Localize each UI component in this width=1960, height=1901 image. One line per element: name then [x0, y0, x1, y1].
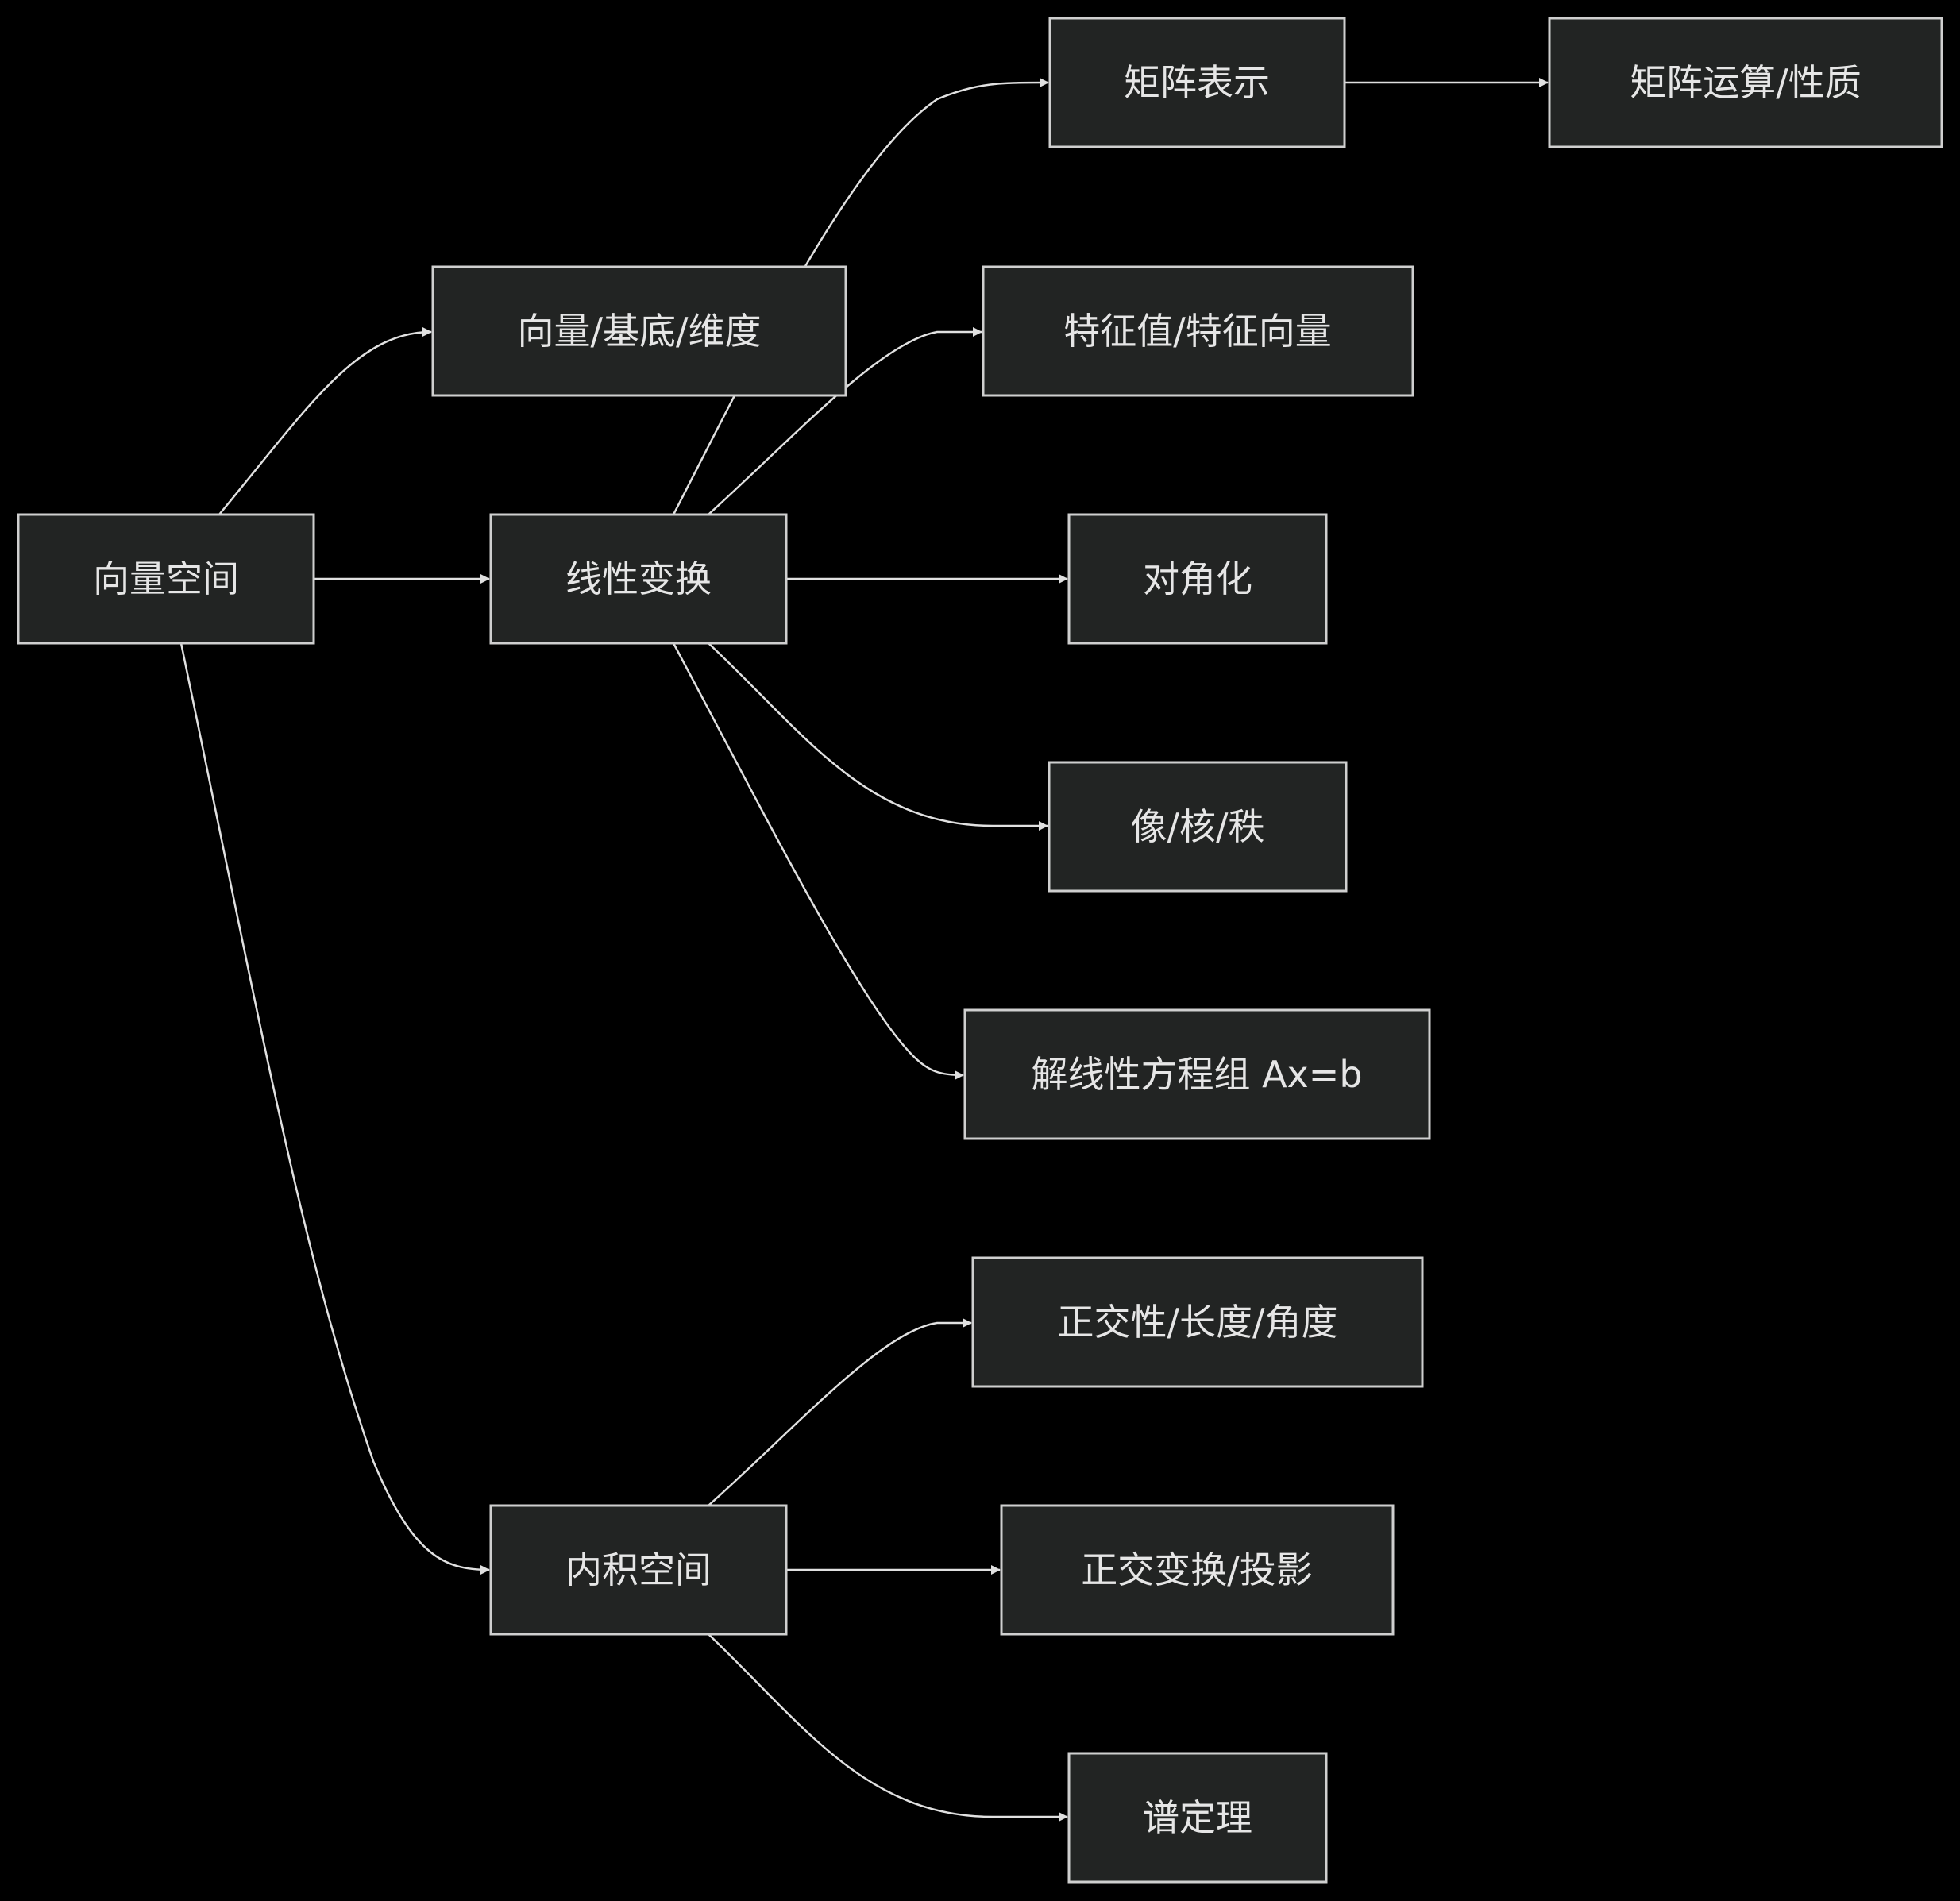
edge-inner-product-to-orthogonality — [708, 1318, 972, 1506]
node-diagonalization[interactable]: 对角化 — [1067, 513, 1328, 645]
edge-linear-map-to-matrix-repr — [672, 78, 1049, 515]
node-linear-map[interactable]: 线性变换 — [489, 513, 788, 645]
node-label: 解线性方程组 Ax=b — [1031, 1053, 1362, 1096]
edge-linear-map-to-linear-system — [672, 642, 964, 1080]
node-label: 线性变换 — [565, 557, 712, 600]
edge-vector-space-to-inner-product — [179, 642, 490, 1575]
node-spectral[interactable]: 谱定理 — [1067, 1752, 1328, 1884]
node-label: 谱定理 — [1143, 1796, 1252, 1839]
node-label: 对角化 — [1143, 557, 1252, 600]
edge-inner-product-to-spectral — [708, 1633, 1068, 1822]
node-orthogonality[interactable]: 正交性/长度/角度 — [971, 1256, 1424, 1388]
node-matrix-repr[interactable]: 矩阵表示 — [1048, 17, 1346, 148]
node-label: 矩阵表示 — [1124, 61, 1270, 104]
node-label: 正交变换/投影 — [1081, 1548, 1313, 1591]
node-matrix-ops[interactable]: 矩阵运算/性质 — [1548, 17, 1943, 148]
node-image-kernel[interactable]: 像/核/秩 — [1048, 761, 1348, 893]
node-label: 像/核/秩 — [1131, 805, 1265, 848]
node-label: 内积空间 — [565, 1548, 712, 1591]
nodes-layer: 向量空间 向量/基底/维度 线性变换 内积空间 矩阵表示 矩阵运算/性质 特征值… — [17, 17, 1943, 1884]
edge-vector-space-to-basis — [218, 327, 432, 515]
node-label: 向量/基底/维度 — [518, 310, 762, 353]
node-linear-system[interactable]: 解线性方程组 Ax=b — [963, 1008, 1431, 1140]
node-label: 正交性/长度/角度 — [1058, 1301, 1338, 1344]
node-label: 特征值/特征向量 — [1063, 310, 1332, 353]
node-basis[interactable]: 向量/基底/维度 — [431, 265, 847, 397]
node-label: 向量空间 — [93, 557, 239, 600]
node-inner-product[interactable]: 内积空间 — [489, 1504, 788, 1636]
edge-linear-map-to-image-kernel — [708, 642, 1048, 831]
node-eigen[interactable]: 特征值/特征向量 — [982, 265, 1414, 397]
node-vector-space[interactable]: 向量空间 — [17, 513, 315, 645]
node-orth-projection[interactable]: 正交变换/投影 — [1000, 1504, 1395, 1636]
node-label: 矩阵运算/性质 — [1630, 61, 1862, 104]
